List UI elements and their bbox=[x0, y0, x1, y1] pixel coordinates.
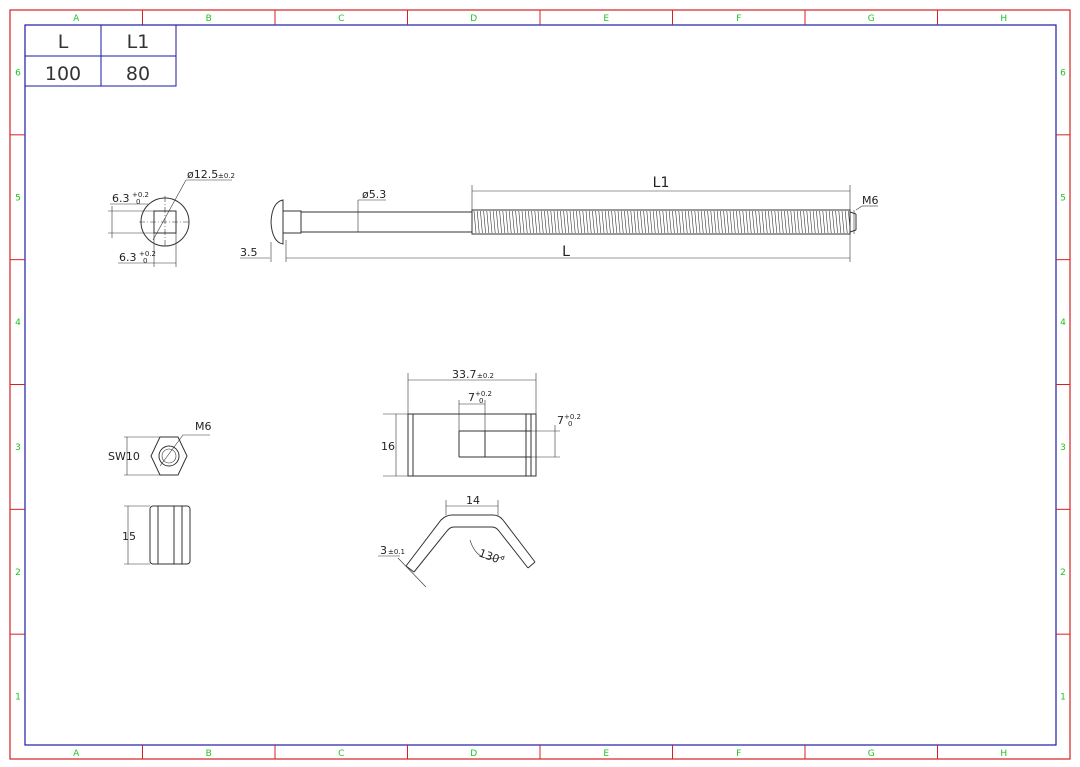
zone-label-bottom-C: C bbox=[338, 749, 344, 759]
dim-sq-top-tol-dn: 0 bbox=[136, 198, 140, 206]
bolt-end-view bbox=[108, 179, 232, 267]
dim-sq-top-tol-up: +0.2 bbox=[132, 191, 149, 199]
zone-label-right-6: 6 bbox=[1060, 68, 1066, 78]
dim-slot-height: 7 bbox=[557, 414, 564, 427]
dim-slot-width: 7 bbox=[468, 391, 475, 404]
dim-bracket-top: 14 bbox=[466, 494, 480, 507]
dim-sq-bottom-tol-dn: 0 bbox=[143, 257, 147, 265]
dim-slot-width-tol-up: +0.2 bbox=[475, 390, 492, 398]
zone-label-bottom-B: B bbox=[206, 749, 212, 759]
dim-shank-dia: ø5.3 bbox=[362, 188, 386, 201]
zone-label-left-4: 4 bbox=[15, 318, 21, 328]
dim-sq-bottom: 6.3 bbox=[119, 251, 137, 264]
hex-nut-side-view bbox=[124, 505, 191, 565]
dim-nut-height: 15 bbox=[122, 530, 136, 543]
dim-sq-bottom-tol-up: +0.2 bbox=[139, 250, 156, 258]
zone-label-top-F: F bbox=[736, 14, 741, 24]
zone-label-top-C: C bbox=[338, 14, 344, 24]
zone-label-right-1: 1 bbox=[1060, 693, 1066, 703]
thread-hatch bbox=[473, 210, 851, 234]
dim-head-height: 3.5 bbox=[240, 246, 258, 259]
dim-sq-top: 6.3 bbox=[112, 192, 130, 205]
zone-label-left-3: 3 bbox=[15, 443, 21, 453]
zone-label-right-3: 3 bbox=[1060, 443, 1066, 453]
dim-block-length: 33.7 bbox=[452, 368, 477, 381]
dim-bracket-thickness-tol: ±0.1 bbox=[388, 548, 405, 556]
zone-label-bottom-D: D bbox=[470, 749, 477, 759]
dim-thread-length: L1 bbox=[653, 175, 670, 191]
outer-frame bbox=[9, 9, 1071, 760]
dim-nut-af: SW10 bbox=[108, 450, 140, 463]
dim-nut-thread: M6 bbox=[195, 420, 212, 433]
zone-label-top-H: H bbox=[1000, 14, 1007, 24]
zone-label-bottom-G: G bbox=[868, 749, 875, 759]
dim-slot-width-tol-dn: 0 bbox=[479, 397, 483, 405]
dim-head-dia: ø12.5 bbox=[187, 168, 218, 181]
zone-label-left-1: 1 bbox=[15, 693, 21, 703]
table-header-l: L bbox=[58, 31, 69, 53]
hex-nut-end-view bbox=[124, 434, 210, 476]
zone-label-left-6: 6 bbox=[15, 68, 21, 78]
zone-label-top-A: A bbox=[73, 14, 80, 24]
table-header-l1: L1 bbox=[127, 31, 150, 53]
zone-label-left-2: 2 bbox=[15, 568, 21, 578]
dim-head-dia-tol: ±0.2 bbox=[218, 172, 235, 180]
dim-block-length-tol: ±0.2 bbox=[477, 372, 494, 380]
inner-border bbox=[24, 24, 1057, 746]
zone-label-top-G: G bbox=[868, 14, 875, 24]
table-value-l1: 80 bbox=[126, 63, 150, 85]
coupling-block-view bbox=[383, 373, 560, 477]
zone-label-right-4: 4 bbox=[1060, 318, 1066, 328]
zone-label-top-B: B bbox=[206, 14, 212, 24]
size-table: L L1 100 80 bbox=[24, 24, 177, 87]
zone-label-right-5: 5 bbox=[1060, 193, 1066, 203]
dim-bracket-angle: 130° bbox=[477, 547, 506, 568]
dim-total-length: L bbox=[562, 244, 570, 260]
zone-label-bottom-H: H bbox=[1000, 749, 1007, 759]
bent-bracket-view bbox=[378, 500, 536, 588]
zone-label-top-E: E bbox=[603, 14, 609, 24]
zone-label-bottom-A: A bbox=[73, 749, 80, 759]
zone-label-bottom-E: E bbox=[603, 749, 609, 759]
zone-ticks bbox=[10, 10, 1070, 759]
zone-label-right-2: 2 bbox=[1060, 568, 1066, 578]
bolt-side-view bbox=[240, 185, 878, 262]
dim-block-height: 16 bbox=[381, 440, 395, 453]
dim-thread-size: M6 bbox=[862, 194, 879, 207]
dim-slot-height-tol-dn: 0 bbox=[568, 420, 572, 428]
zone-labels: A A B B C C D D E E F F G G H H 6 6 5 5 4 4 3 3 2 2 1 1 bbox=[15, 14, 1066, 759]
zone-label-left-5: 5 bbox=[15, 193, 21, 203]
dim-slot-height-tol-up: +0.2 bbox=[564, 413, 581, 421]
zone-label-top-D: D bbox=[470, 14, 477, 24]
table-value-l: 100 bbox=[45, 63, 81, 85]
dim-bracket-thickness: 3 bbox=[380, 544, 387, 557]
zone-label-bottom-F: F bbox=[736, 749, 741, 759]
